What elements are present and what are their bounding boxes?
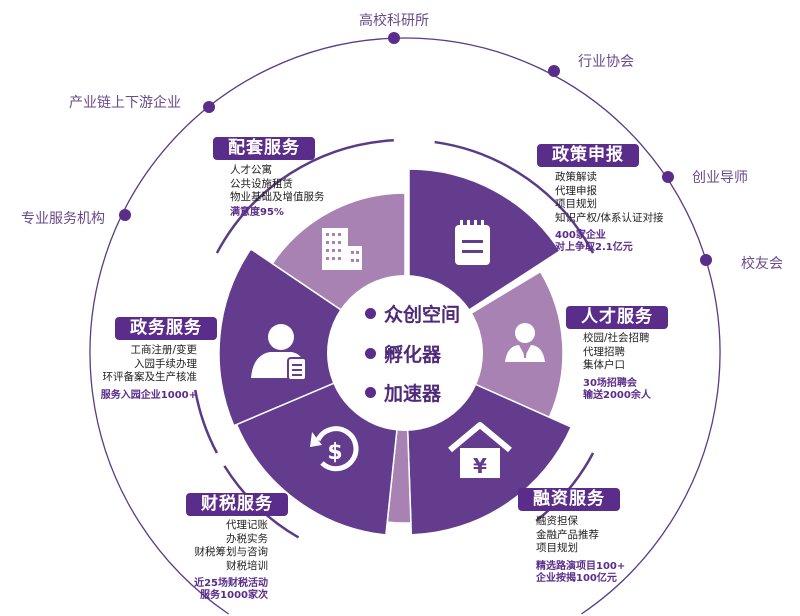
partner-dot-icon bbox=[119, 209, 131, 221]
service-title-zhengce: 政策申报 bbox=[537, 144, 639, 167]
service-item: 集体户口 bbox=[583, 359, 625, 371]
svg-text:¥: ¥ bbox=[473, 454, 487, 478]
service-item: 金融产品推荐 bbox=[536, 528, 599, 541]
service-title-rencai: 人才服务 bbox=[566, 306, 668, 329]
partner-label: 高校科研所 bbox=[359, 13, 429, 29]
person-suit-icon bbox=[505, 323, 545, 362]
service-highlight: 服务入园企业1000+ bbox=[100, 389, 197, 401]
service-details-zhengce: 政策解读 代理申报 项目规划 知识产权/体系认证对接 400家企业 对上争取2.… bbox=[555, 171, 664, 254]
service-details-peitao: 人才公寓 公共设施租赁 物业基础及增值服务 满意度95% bbox=[230, 164, 325, 219]
service-item: 校园/社会招聘 bbox=[583, 332, 650, 344]
service-item: 政策解读 bbox=[555, 171, 597, 183]
inner-arc bbox=[215, 139, 394, 254]
outer-ring bbox=[89, 37, 721, 615]
service-item: 知识产权/体系认证对接 bbox=[555, 211, 664, 224]
service-highlight: 企业按揭100亿元 bbox=[536, 572, 617, 584]
person-document-icon bbox=[251, 324, 307, 381]
center-item-label: 众创空间 bbox=[384, 304, 461, 326]
service-item: 项目规划 bbox=[555, 198, 597, 210]
partner-dot-icon bbox=[388, 32, 400, 44]
service-item: 入园手续办理 bbox=[134, 357, 197, 370]
service-item: 办税实务 bbox=[226, 532, 268, 545]
service-item: 环评备案及生产核准 bbox=[102, 371, 198, 383]
center-item: 加速器 bbox=[365, 379, 441, 406]
service-details-zhengwu: 工商注册/变更 入园手续办理 环评备案及生产核准 服务入园企业1000+ bbox=[101, 344, 197, 402]
service-item: 物业基础及增值服务 bbox=[230, 191, 325, 203]
service-highlight: 精选路演项目100+ bbox=[536, 560, 626, 572]
partner-dot-icon bbox=[548, 65, 560, 77]
partner-label: 行业协会 bbox=[578, 54, 634, 70]
service-item: 代理申报 bbox=[555, 184, 597, 197]
center-item-label: 加速器 bbox=[384, 383, 442, 405]
service-highlight: 近25场财税活动 bbox=[194, 578, 268, 589]
center-item: 孵化器 bbox=[365, 340, 441, 367]
service-highlight: 满意度95% bbox=[230, 206, 284, 218]
partner-label: 专业服务机构 bbox=[21, 211, 105, 227]
service-item: 代理记账 bbox=[226, 519, 268, 531]
service-highlight: 服务1000家次 bbox=[200, 590, 268, 601]
service-details-rencai: 校园/社会招聘 代理招聘 集体户口 30场招聘会 输送2000余人 bbox=[583, 332, 651, 402]
svg-text:$: $ bbox=[327, 440, 342, 465]
service-item: 项目规划 bbox=[536, 542, 578, 554]
bullet-icon bbox=[365, 348, 376, 359]
house-yen-icon: ¥ bbox=[448, 422, 512, 478]
inner-arc bbox=[434, 140, 595, 254]
partner-label: 校友会 bbox=[741, 256, 783, 272]
service-item: 财税培训 bbox=[226, 559, 268, 572]
service-highlight: 输送2000余人 bbox=[583, 389, 651, 401]
center-item-label: 孵化器 bbox=[384, 344, 442, 366]
service-item: 财税筹划与咨询 bbox=[194, 546, 269, 558]
building-icon bbox=[322, 228, 362, 270]
dollar-cycle-icon: $ bbox=[310, 426, 359, 472]
service-title-rongzi: 融资服务 bbox=[518, 488, 620, 511]
bullet-icon bbox=[365, 387, 376, 398]
service-title-peitao: 配套服务 bbox=[213, 137, 315, 160]
service-item: 融资担保 bbox=[536, 515, 578, 527]
center-item: 众创空间 bbox=[365, 300, 460, 327]
notepad-icon bbox=[455, 220, 490, 265]
service-item: 工商注册/变更 bbox=[130, 344, 197, 356]
service-highlight: 对上争取2.1亿元 bbox=[555, 242, 633, 253]
partner-label: 产业链上下游企业 bbox=[69, 95, 181, 111]
service-item: 人才公寓 bbox=[230, 164, 272, 176]
service-title-zhengwu: 政务服务 bbox=[115, 317, 217, 340]
service-item: 公共设施租赁 bbox=[230, 177, 293, 190]
service-highlight: 30场招聘会 bbox=[583, 377, 637, 389]
service-details-rongzi: 融资担保 金融产品推荐 项目规划 精选路演项目100+ 企业按揭100亿元 bbox=[536, 515, 625, 585]
bullet-icon bbox=[365, 308, 376, 319]
inner-arc bbox=[194, 389, 219, 454]
partner-label: 创业导师 bbox=[692, 170, 748, 186]
partner-dot-icon bbox=[700, 254, 712, 266]
service-item: 代理招聘 bbox=[583, 345, 625, 358]
service-highlight: 400家企业 bbox=[555, 230, 606, 241]
service-title-caishui: 财税服务 bbox=[186, 493, 288, 516]
partner-dot-icon bbox=[203, 101, 215, 113]
partner-dot-icon bbox=[662, 171, 674, 183]
service-details-caishui: 代理记账 办税实务 财税筹划与咨询 财税培训 近25场财税活动 服务1000家次 bbox=[194, 519, 268, 602]
